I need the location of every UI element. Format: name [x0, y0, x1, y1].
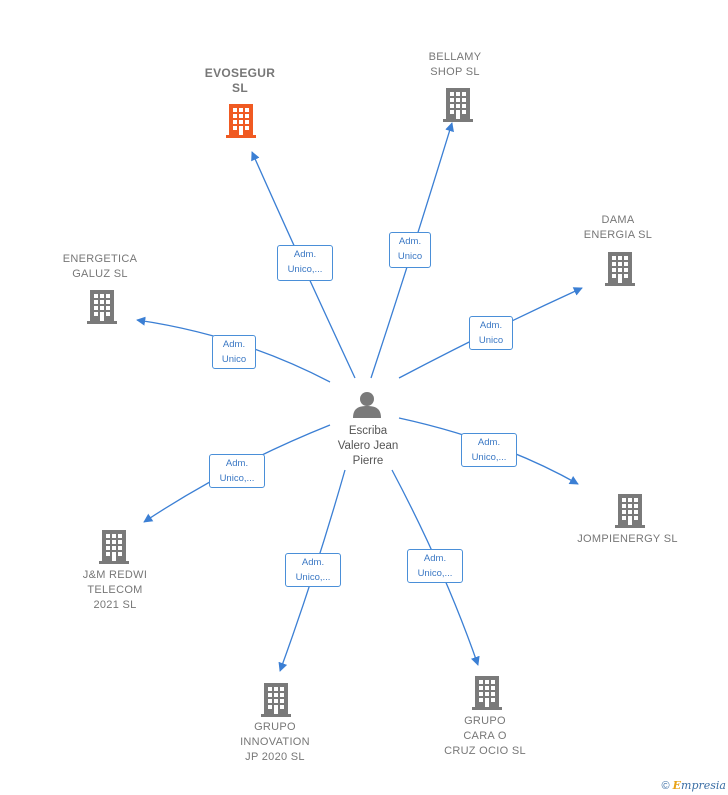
- person-name[interactable]: Escriba Valero Jean Pierre: [337, 425, 399, 467]
- building-icon-evosegur[interactable]: [226, 104, 256, 138]
- company-label-jm-redwi[interactable]: J&M REDWI TELECOM 2021 SL: [82, 569, 148, 611]
- building-icon-jompienergy[interactable]: [615, 494, 645, 528]
- company-label-dama[interactable]: DAMA ENERGIA SL: [583, 214, 653, 241]
- building-icon-dama[interactable]: [605, 252, 635, 286]
- company-label-bellamy[interactable]: BELLAMY SHOP SL: [428, 51, 482, 78]
- role-label-bellamy[interactable]: Adm. Unico: [389, 232, 431, 268]
- building-icon-bellamy[interactable]: [443, 88, 473, 122]
- brand-logo-initial: E: [672, 779, 682, 792]
- building-icon-grupo-cara[interactable]: [472, 676, 502, 710]
- building-icon-energetica[interactable]: [87, 290, 117, 324]
- role-label-grupo-innovation[interactable]: Adm. Unico,...: [285, 553, 341, 587]
- footer-brand: © Empresia: [661, 779, 726, 792]
- role-label-jompienergy[interactable]: Adm. Unico,...: [461, 433, 517, 467]
- person-icon[interactable]: [353, 392, 381, 418]
- role-label-dama[interactable]: Adm. Unico: [469, 316, 513, 350]
- building-icon-grupo-innovation[interactable]: [261, 683, 291, 717]
- company-label-energetica[interactable]: ENERGETICA GALUZ SL: [62, 253, 138, 280]
- copyright-icon: ©: [661, 780, 670, 792]
- brand-logo-text: mpresia: [681, 779, 726, 792]
- company-label-evosegur[interactable]: EVOSEGUR SL: [204, 66, 276, 95]
- edges-layer: [136, 122, 583, 672]
- company-label-grupo-cara[interactable]: GRUPO CARA O CRUZ OCIO SL: [444, 715, 526, 757]
- role-label-evosegur[interactable]: Adm. Unico,...: [277, 245, 333, 281]
- company-label-grupo-innovation[interactable]: GRUPO INNOVATION JP 2020 SL: [240, 721, 310, 763]
- role-label-energetica[interactable]: Adm. Unico: [212, 335, 256, 369]
- company-label-jompienergy[interactable]: JOMPIENERGY SL: [577, 533, 678, 545]
- building-icon-jm-redwi[interactable]: [99, 530, 129, 564]
- role-label-grupo-cara[interactable]: Adm. Unico,...: [407, 549, 463, 583]
- role-label-jm-redwi[interactable]: Adm. Unico,...: [209, 454, 265, 488]
